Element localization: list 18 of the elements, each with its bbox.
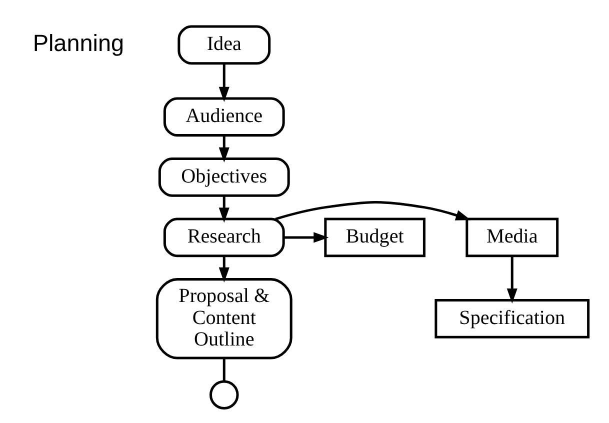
node-box: Objectives bbox=[158, 158, 290, 197]
arrow bbox=[218, 135, 230, 162]
arrow bbox=[284, 232, 329, 243]
node-circle bbox=[209, 380, 239, 410]
label: Planning bbox=[32, 30, 124, 56]
arrow bbox=[218, 196, 230, 223]
arrow bbox=[218, 256, 230, 283]
node-box: Budget bbox=[324, 218, 426, 258]
arrow bbox=[218, 64, 230, 102]
connector bbox=[222, 358, 226, 381]
node-box: Research bbox=[163, 218, 285, 258]
node-box: Media bbox=[466, 218, 559, 258]
node-box: Proposal & Content Outline bbox=[156, 278, 292, 360]
node-box: Specification bbox=[434, 298, 590, 338]
node-box: Audience bbox=[163, 97, 285, 137]
node-box: Idea bbox=[178, 25, 271, 65]
arrow bbox=[275, 200, 471, 220]
arrow bbox=[506, 256, 518, 304]
